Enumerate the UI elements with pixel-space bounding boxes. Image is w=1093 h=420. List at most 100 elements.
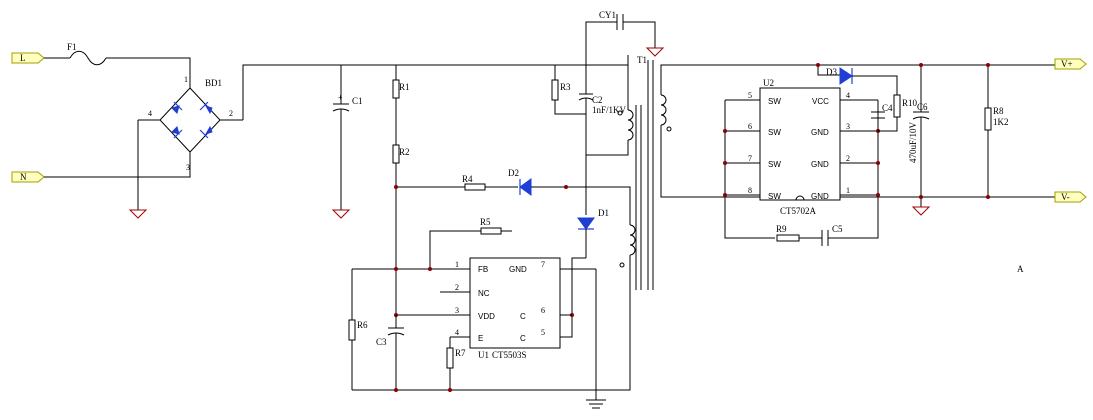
R7-label: R7 xyxy=(455,348,466,358)
R8-value: 1K2 xyxy=(993,117,1009,127)
R9-label: R9 xyxy=(776,224,787,234)
C2-label: C2 xyxy=(592,95,603,105)
R5-label: R5 xyxy=(480,217,491,227)
port-L: L xyxy=(11,52,45,64)
svg-text:GND: GND xyxy=(811,192,829,201)
C3-label: C3 xyxy=(376,337,387,347)
port-N-label: N xyxy=(20,172,27,182)
R10-label: R10 xyxy=(902,98,918,108)
transformer-T1: T1 xyxy=(586,55,1055,391)
C2-value: 1nF/1KV xyxy=(592,105,627,115)
svg-text:2: 2 xyxy=(846,154,850,163)
R1-label: R1 xyxy=(399,82,410,92)
resistor-R4: R4 xyxy=(396,174,518,191)
resistor-R7: R7 xyxy=(446,337,466,390)
bridge-pin-2: 2 xyxy=(229,109,233,118)
U1-part: CT5503S xyxy=(492,350,527,360)
resistor-R9: R9 xyxy=(776,224,822,242)
svg-text:C: C xyxy=(520,334,526,343)
resistor-R8: R8 1K2 xyxy=(984,65,1009,197)
U2-part: CT5702A xyxy=(780,206,817,216)
R3-label: R3 xyxy=(560,82,571,92)
svg-text:5: 5 xyxy=(541,328,545,337)
C6-label: C6 xyxy=(917,102,928,112)
capacitor-C6: C6 470uF/10V xyxy=(908,65,931,216)
CY1-label: CY1 xyxy=(599,10,616,20)
capacitor-C3: C3 xyxy=(376,315,405,390)
svg-text:C: C xyxy=(520,312,526,321)
svg-text:VCC: VCC xyxy=(812,97,829,106)
port-N: N xyxy=(11,171,45,183)
R6-label: R6 xyxy=(357,320,368,330)
port-Vplus: V+ xyxy=(1054,58,1087,70)
bridge-pin-3: 3 xyxy=(186,163,190,172)
resistor-R10: R10 xyxy=(878,94,918,132)
U2-ref: U2 xyxy=(763,78,774,88)
svg-text:6: 6 xyxy=(541,306,545,315)
fuse-F1-label: F1 xyxy=(67,42,77,52)
svg-text:GND: GND xyxy=(811,128,829,137)
resistor-R6: R6 xyxy=(348,269,368,390)
resistor-R1: R1 xyxy=(392,65,410,145)
D1-label: D1 xyxy=(598,208,609,218)
svg-text:SW: SW xyxy=(768,97,781,106)
svg-text:8: 8 xyxy=(748,186,752,195)
C6-value: 470uF/10V xyxy=(908,121,918,163)
bridge-label: BD1 xyxy=(205,78,222,88)
D3-label: D3 xyxy=(826,67,837,77)
svg-text:1: 1 xyxy=(455,260,459,269)
bridge-rectifier-BD1: BD1 1 2 3 4 xyxy=(44,57,243,178)
diode-D3: D3 xyxy=(817,65,898,95)
svg-text:NC: NC xyxy=(478,289,490,298)
capacitor-C4: C4 xyxy=(871,100,893,131)
output-node-wire xyxy=(560,257,586,338)
svg-text:2: 2 xyxy=(455,283,459,292)
C4-label: C4 xyxy=(882,103,893,113)
svg-text:+: + xyxy=(338,93,343,102)
capacitor-CY1: CY1 xyxy=(585,10,665,65)
fuse-F1: F1 xyxy=(44,42,130,66)
resistor-R2: R2 xyxy=(392,144,410,325)
svg-text:SW: SW xyxy=(768,160,781,169)
port-Vplus-label: V+ xyxy=(1061,59,1073,69)
ground-symbol-bottom xyxy=(586,399,606,409)
port-Vminus: V- xyxy=(1054,191,1087,203)
port-Vminus-label: V- xyxy=(1061,192,1070,202)
ground-symbol-1 xyxy=(128,120,148,219)
ic-U1: 1 2 3 4 7 6 5 FB NC VDD E GND C C U1 CT5… xyxy=(396,257,596,360)
svg-text:3: 3 xyxy=(455,306,459,315)
svg-text:6: 6 xyxy=(748,122,752,131)
R4-label: R4 xyxy=(462,174,473,184)
svg-text:4: 4 xyxy=(846,91,850,100)
capacitor-C2: C2 1nF/1KV xyxy=(578,65,627,115)
svg-text:VDD: VDD xyxy=(478,312,495,321)
svg-text:FB: FB xyxy=(478,265,488,274)
bridge-pin-1: 1 xyxy=(184,75,188,84)
port-L-label: L xyxy=(20,53,26,63)
ic-U2: 5 6 7 8 4 3 2 1 SW SW SW SW VCC GND GND … xyxy=(725,78,878,216)
diode-D1: D1 xyxy=(577,155,609,258)
capacitor-C1: + C1 xyxy=(331,65,363,219)
svg-text:E: E xyxy=(478,334,483,343)
svg-text:7: 7 xyxy=(748,154,752,163)
resistor-R3: R3 xyxy=(551,65,586,115)
C1-label: C1 xyxy=(352,96,363,106)
D2-label: D2 xyxy=(508,168,519,178)
resistor-R5: R5 xyxy=(429,217,512,269)
T1-label: T1 xyxy=(637,55,647,65)
svg-text:1: 1 xyxy=(846,186,850,195)
svg-text:GND: GND xyxy=(509,265,527,274)
sheet-mark: A xyxy=(1017,264,1024,274)
U1-ref: U1 xyxy=(478,350,489,360)
svg-text:3: 3 xyxy=(846,122,850,131)
svg-text:5: 5 xyxy=(748,91,752,100)
C5-label: C5 xyxy=(832,224,843,234)
R8-label: R8 xyxy=(993,106,1004,116)
svg-text:7: 7 xyxy=(541,260,545,269)
svg-text:SW: SW xyxy=(768,128,781,137)
R2-label: R2 xyxy=(399,147,410,157)
capacitor-C5: C5 xyxy=(821,100,879,246)
svg-text:GND: GND xyxy=(811,160,829,169)
svg-text:4: 4 xyxy=(455,328,459,337)
